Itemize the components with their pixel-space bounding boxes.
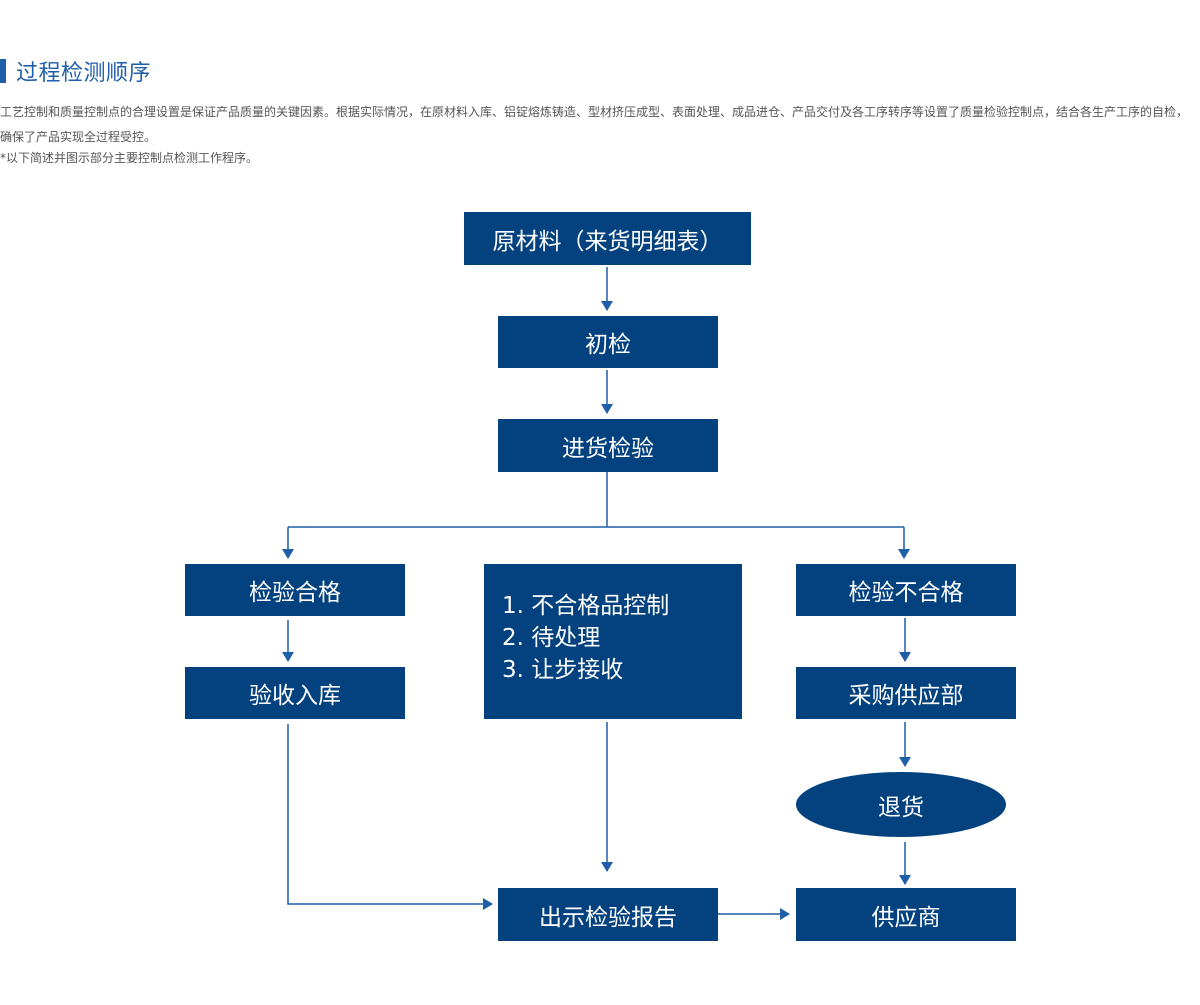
purchasing-dept-box: 采购供应部 <box>796 667 1016 719</box>
inspection-failed-box: 检验不合格 <box>796 564 1016 616</box>
intro-note: *以下简述并图示部分主要控制点检测工作程序。 <box>0 151 259 165</box>
nonconforming-item: 1. 不合格品控制 <box>502 593 670 619</box>
initial-check-box: 初检 <box>498 316 718 368</box>
section-title: 过程检测顺序 <box>0 58 152 86</box>
inspection-passed-box: 检验合格 <box>185 564 405 616</box>
issue-report-box: 出示检验报告 <box>498 888 718 941</box>
return-goods-oval: 退货 <box>796 772 1006 837</box>
nonconforming-item: 3. 让步接收 <box>502 657 624 683</box>
title-accent-bar <box>0 59 6 83</box>
supplier-box: 供应商 <box>796 888 1016 941</box>
nonconforming-control-box: 1. 不合格品控制 2. 待处理 3. 让步接收 <box>484 564 742 719</box>
raw-material-box: 原材料（来货明细表） <box>464 212 751 265</box>
intro-paragraph: 工艺控制和质量控制点的合理设置是保证产品质量的关键因素。根据实际情况，在原材料入… <box>0 105 1189 144</box>
page-title: 过程检测顺序 <box>16 61 152 86</box>
nonconforming-item: 2. 待处理 <box>502 625 601 651</box>
warehouse-in-box: 验收入库 <box>185 667 405 719</box>
arrow-warehouse-to-report <box>287 724 493 910</box>
incoming-inspection-box: 进货检验 <box>498 419 718 472</box>
